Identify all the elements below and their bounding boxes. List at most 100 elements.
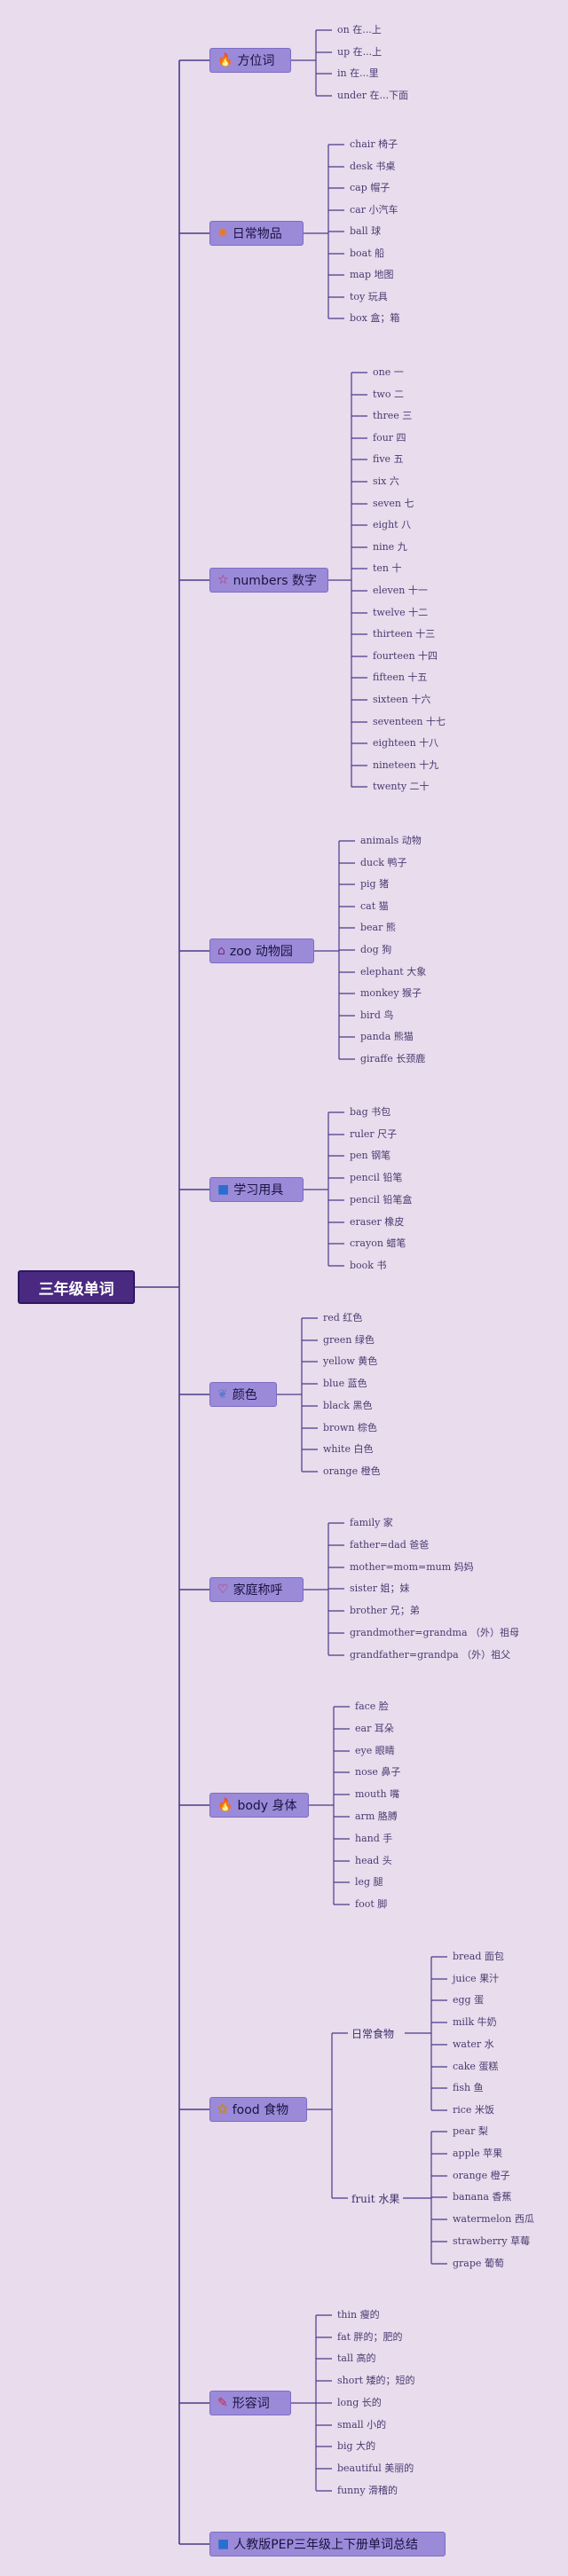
leaf-word: mother=mom=mum 妈妈 [350, 1561, 474, 1573]
leaf-word: desk 书桌 [350, 161, 396, 172]
leaf-word: panda 熊猫 [360, 1031, 414, 1042]
leaf-word: father=dad 爸爸 [350, 1539, 430, 1551]
leaf-word: in 在...里 [337, 67, 379, 79]
leaf-word: nose 鼻子 [355, 1766, 401, 1778]
leaf-word: grandfather=grandpa （外）祖父 [350, 1649, 511, 1661]
leaf-word: under 在...下面 [337, 90, 408, 101]
leaf-word: mouth 嘴 [355, 1788, 400, 1800]
leaf-word: pencil 铅笔 [350, 1172, 403, 1183]
leaf-word: eraser 橡皮 [350, 1216, 405, 1228]
leaf-word: cap 帽子 [350, 182, 390, 193]
leaf-word: three 三 [373, 410, 413, 421]
leaf-word: duck 鸭子 [360, 857, 407, 868]
leaf-word: thirteen 十三 [373, 628, 436, 640]
leaf-word: foot 脚 [355, 1898, 388, 1910]
leaf-word: juice 果汁 [453, 1973, 500, 1984]
star-icon: ☆ [217, 573, 229, 587]
leaf-word: map 地图 [350, 269, 394, 280]
leaf-word: eighteen 十八 [373, 737, 439, 749]
root-node: 三年级单词 [18, 1270, 135, 1304]
leaf-word: black 黑色 [323, 1400, 373, 1411]
leaf-word: eleven 十一 [373, 585, 428, 596]
leaf-word: fifteen 十五 [373, 671, 428, 683]
branch-node: 🔥方位词 [209, 48, 291, 73]
leaf-word: pencil 铅笔盒 [350, 1194, 413, 1206]
branch-node: ✎形容词 [209, 2391, 291, 2415]
leaf-word: nine 九 [373, 541, 407, 553]
leaf-icon: ❦ [217, 1387, 228, 1402]
branch-label: 日常物品 [232, 227, 282, 241]
leaf-word: long 长的 [337, 2397, 382, 2408]
branch-node: ☆ numbers 数字 [209, 568, 328, 593]
leaf-word: rice 米饭 [453, 2104, 494, 2116]
leaf-word: red 红色 [323, 1312, 363, 1323]
leaf-word: yellow 黄色 [323, 1355, 378, 1367]
leaf-word: two 二 [373, 389, 404, 400]
branch-node: ❦ 颜色 [209, 1382, 277, 1407]
branch-label: body 身体 [237, 1799, 297, 1813]
leaf-word: face 脸 [355, 1700, 389, 1712]
branch-label: numbers 数字 [233, 574, 317, 588]
leaf-word: cat 猫 [360, 900, 389, 912]
leaf-word: leg 腿 [355, 1876, 383, 1888]
leaf-word: twelve 十二 [373, 607, 429, 618]
leaf-word: crayon 蜡笔 [350, 1237, 406, 1249]
leaf-word: sixteen 十六 [373, 694, 431, 705]
leaf-word: head 头 [355, 1855, 392, 1866]
leaf-word: ten 十 [373, 562, 402, 574]
leaf-word: nineteen 十九 [373, 759, 439, 771]
leaf-word: sister 姐；妹 [350, 1583, 410, 1594]
fruit-icon: ✿ [217, 2102, 228, 2117]
leaf-word: bread 面包 [453, 1951, 504, 1962]
leaf-word: cake 蛋糕 [453, 2061, 499, 2072]
leaf-word: ruler 尺子 [350, 1128, 398, 1140]
branch-label: 颜色 [232, 1388, 257, 1402]
leaf-word: water 水 [453, 2038, 494, 2050]
leaf-word: apple 苹果 [453, 2148, 503, 2159]
branch-node: ♡ 家庭称呼 [209, 1577, 304, 1602]
leaf-word: giraffe 长颈鹿 [360, 1053, 426, 1064]
leaf-word: eight 八 [373, 519, 412, 530]
leaf-word: grandmother=grandma （外）祖母 [350, 1627, 519, 1638]
leaf-word: car 小汽车 [350, 204, 398, 216]
leaf-word: brown 棕色 [323, 1422, 377, 1433]
leaf-word: family 家 [350, 1517, 393, 1528]
leaf-word: monkey 猴子 [360, 987, 422, 999]
square-icon: ■ [217, 1182, 230, 1197]
leaf-word: up 在...上 [337, 46, 383, 58]
leaf-word: short 矮的；短的 [337, 2375, 415, 2386]
branch-label: food 食物 [232, 2103, 289, 2117]
leaf-word: tall 高的 [337, 2352, 376, 2364]
leaf-word: elephant 大象 [360, 966, 427, 978]
leaf-word: four 四 [373, 432, 406, 444]
leaf-word: on 在...上 [337, 24, 382, 35]
leaf-word: pen 钢笔 [350, 1150, 391, 1161]
leaf-word: book 书 [350, 1260, 387, 1271]
leaf-word: hand 手 [355, 1833, 393, 1844]
leaf-word: milk 牛奶 [453, 2016, 497, 2028]
leaf-word: white 白色 [323, 1443, 374, 1455]
branch-label: 学习用具 [233, 1183, 284, 1198]
square-icon: ■ [217, 2537, 230, 2551]
leaf-word: orange 橙色 [323, 1465, 381, 1477]
leaf-word: one 一 [373, 366, 404, 378]
leaf-word: dog 狗 [360, 944, 392, 955]
house-icon: ⌂ [217, 944, 225, 958]
leaf-word: chair 椅子 [350, 138, 398, 150]
branch-label: 家庭称呼 [233, 1583, 283, 1598]
leaf-word: green 绿色 [323, 1334, 375, 1346]
leaf-word: grape 葡萄 [453, 2258, 504, 2269]
branch-node: ■学习用具 [209, 1177, 304, 1202]
leaf-word: bear 熊 [360, 922, 396, 933]
leaf-word: bag 书包 [350, 1106, 391, 1118]
leaf-word: bird 鸟 [360, 1009, 394, 1021]
leaf-word: five 五 [373, 453, 404, 465]
leaf-word: pig 猪 [360, 878, 390, 890]
branch-node: ✹日常物品 [209, 221, 304, 246]
heart-icon: ♡ [217, 1583, 229, 1597]
leaf-word: ear 耳朵 [355, 1723, 394, 1734]
leaf-word: box 盒；箱 [350, 312, 400, 324]
leaf-word: eye 眼睛 [355, 1745, 395, 1756]
